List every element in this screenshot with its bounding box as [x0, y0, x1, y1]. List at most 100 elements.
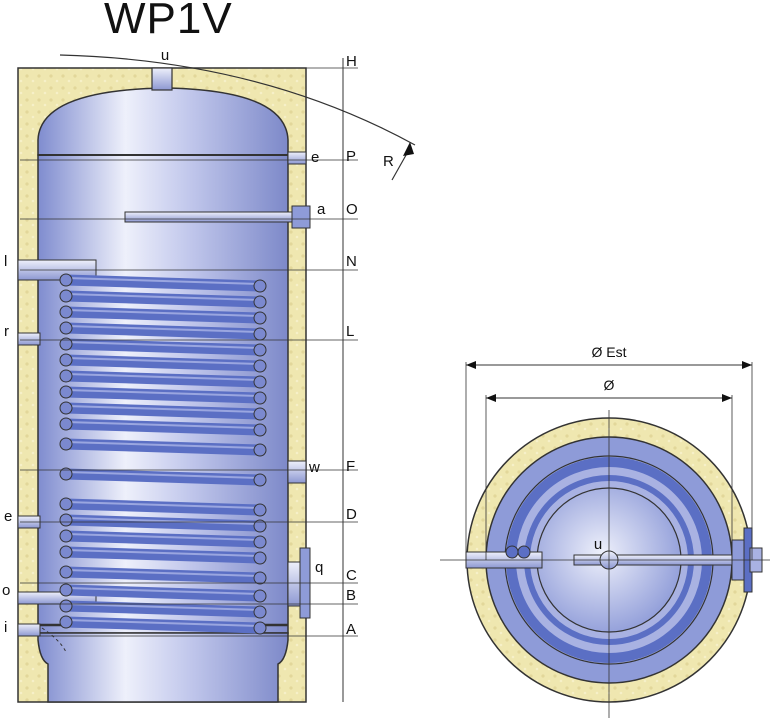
top-view — [440, 410, 770, 718]
coil-highlight — [65, 471, 261, 479]
coil-end — [253, 443, 267, 457]
label-u-center: u — [594, 536, 602, 553]
label-l: l — [4, 253, 7, 270]
coil-end — [253, 473, 267, 487]
heat-exchanger-coil — [59, 273, 267, 635]
coil-end — [253, 391, 267, 405]
coil-end — [253, 343, 267, 357]
coil-turn — [60, 616, 266, 634]
sensor-rod-a — [124, 211, 296, 223]
tank-bottom — [37, 632, 289, 703]
coil-end — [253, 311, 267, 325]
coil-end — [59, 545, 73, 559]
label-e-right: e — [311, 149, 319, 166]
coil-highlight — [65, 569, 261, 577]
marker-c: C — [346, 567, 357, 584]
coil-turn — [60, 566, 266, 584]
label-i: i — [4, 619, 7, 636]
coil-turn — [60, 290, 266, 308]
coil-highlight — [65, 293, 261, 301]
coil-end — [59, 385, 73, 399]
coil-highlight — [65, 277, 261, 285]
coil-highlight — [65, 533, 261, 541]
coil-highlight — [65, 441, 261, 449]
top-outlet-pipe — [151, 67, 173, 91]
coil-end — [59, 321, 73, 335]
marker-d: D — [346, 506, 357, 523]
coil-end — [253, 571, 267, 585]
coil-turn — [60, 514, 266, 532]
label-r-left: r — [4, 323, 9, 340]
coil-end — [253, 551, 267, 565]
coil-end — [253, 295, 267, 309]
coil-end — [253, 407, 267, 421]
coil-highlight — [65, 389, 261, 397]
marker-b: B — [346, 587, 356, 604]
coil-end — [59, 353, 73, 367]
coil-end — [59, 529, 73, 543]
marker-a: A — [346, 621, 356, 638]
coil-highlight — [65, 341, 261, 349]
coil-end — [59, 337, 73, 351]
coil-turn — [60, 338, 266, 356]
side-view — [17, 67, 311, 703]
arc-r — [59, 54, 416, 146]
right-pipe-w — [287, 460, 307, 484]
coil-end — [253, 519, 267, 533]
coil-turn — [60, 274, 266, 292]
coil-end — [59, 289, 73, 303]
coil-highlight — [65, 373, 261, 381]
coil-turn — [60, 468, 266, 486]
coil-end — [59, 273, 73, 287]
coil-end — [253, 359, 267, 373]
left-pipe-i — [17, 623, 41, 637]
coil-turn — [60, 418, 266, 436]
marker-h: H — [346, 53, 357, 70]
coil-end — [253, 605, 267, 619]
diagram-title: WP1V — [104, 0, 233, 43]
coil-highlight — [65, 603, 261, 611]
coil-turn — [60, 584, 266, 602]
coil-end — [59, 583, 73, 597]
marker-o: O — [346, 201, 358, 218]
coil-highlight — [65, 421, 261, 429]
coil-end — [59, 467, 73, 481]
coil-highlight — [65, 619, 261, 627]
coil-highlight — [65, 549, 261, 557]
coil-turn — [60, 402, 266, 420]
coil-turn — [60, 438, 266, 456]
diameter-dimensions — [465, 361, 753, 560]
coil-end — [253, 375, 267, 389]
label-q: q — [315, 559, 323, 576]
coil-highlight — [65, 501, 261, 509]
height-reference-lines — [20, 67, 358, 637]
right-pipe-e — [287, 151, 307, 165]
coil-end — [59, 305, 73, 319]
coil-turn — [60, 386, 266, 404]
coil-turn — [60, 370, 266, 388]
marker-f: F — [346, 458, 355, 475]
coil-end — [253, 621, 267, 635]
label-u-top: u — [161, 47, 169, 64]
coil-end — [253, 279, 267, 293]
coil-highlight — [65, 357, 261, 365]
coil-turn — [60, 498, 266, 516]
coil-highlight — [65, 325, 261, 333]
coil-end — [59, 565, 73, 579]
coil-turn — [60, 354, 266, 372]
coil-turn — [60, 306, 266, 324]
label-e-left: e — [4, 508, 12, 525]
label-inner-diameter: Ø — [604, 377, 615, 393]
coil-end — [59, 599, 73, 613]
coil-end — [59, 401, 73, 415]
marker-l: L — [346, 323, 354, 340]
label-r: R — [383, 153, 394, 170]
coil-end — [59, 513, 73, 527]
coil-end — [59, 497, 73, 511]
coil-turn — [60, 322, 266, 340]
label-a: a — [317, 201, 326, 218]
label-outer-diameter: Ø Est — [591, 344, 626, 360]
coil-end — [59, 437, 73, 451]
coil-turn — [60, 530, 266, 548]
